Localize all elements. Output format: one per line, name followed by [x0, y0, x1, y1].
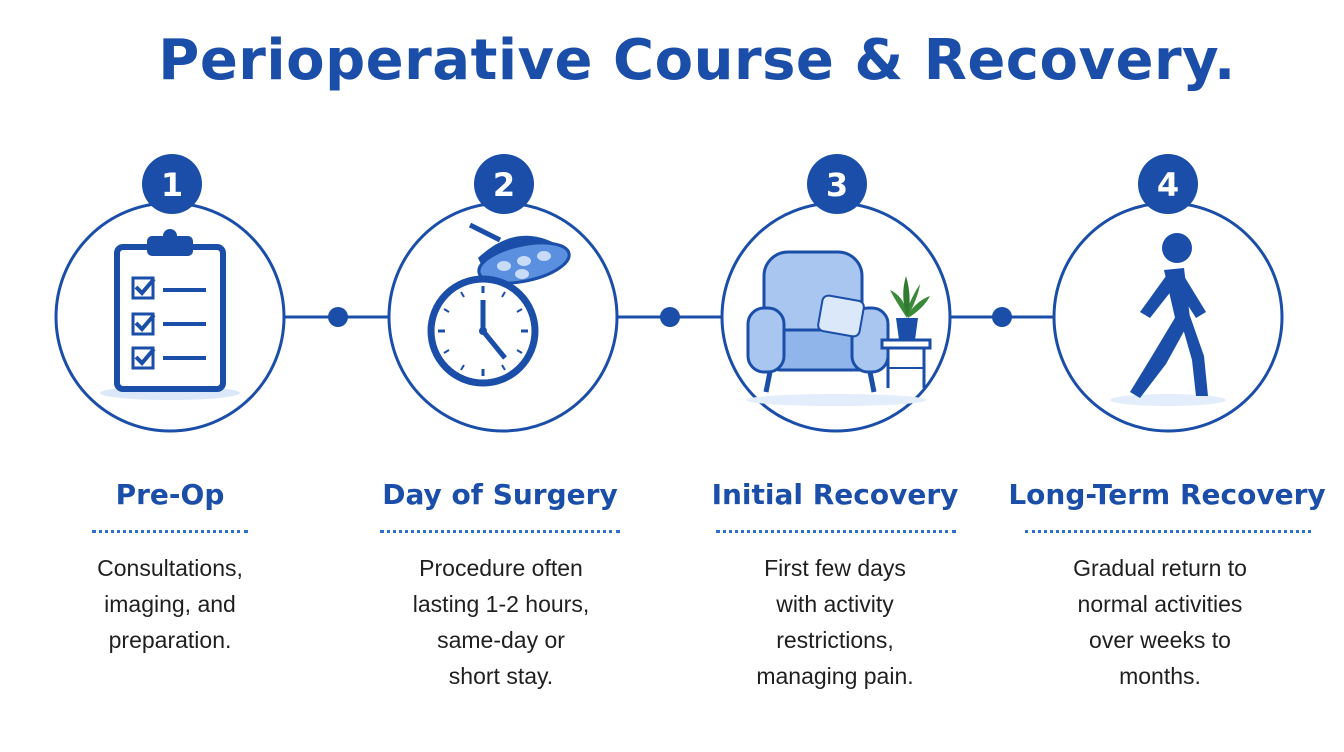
step-3-desc-line: managing pain. — [756, 663, 914, 689]
step-1-desc-line: Consultations, — [97, 555, 243, 581]
step-1-divider — [92, 530, 248, 533]
step-4-description: Gradual return to normal activities over… — [1010, 550, 1310, 694]
step-4-title: Long-Term Recovery — [1008, 478, 1326, 511]
step-1-description: Consultations, imaging, and preparation. — [20, 550, 320, 658]
step-4-desc-line: over weeks to — [1089, 627, 1231, 653]
step-4-number: 4 — [1157, 166, 1179, 204]
walking-person-icon — [1110, 233, 1226, 406]
step-1-node: 1 — [54, 154, 286, 433]
step-1-desc-line: preparation. — [108, 627, 232, 653]
step-2-node: 2 — [387, 154, 619, 433]
connector-dot-1-2 — [328, 307, 348, 327]
step-1-number: 1 — [161, 166, 183, 204]
step-4-badge — [1138, 154, 1198, 214]
step-3-title: Initial Recovery — [711, 478, 959, 511]
step-3-node: 3 — [720, 154, 952, 433]
step-3-desc-line: restrictions, — [776, 627, 894, 653]
step-1-badge — [142, 154, 202, 214]
step-3-description: First few days with activity restriction… — [685, 550, 985, 694]
step-2-badge — [474, 154, 534, 214]
step-3-desc-line: First few days — [764, 555, 906, 581]
step-4-desc-line: normal activities — [1077, 591, 1243, 617]
step-2-desc-line: same-day or — [437, 627, 565, 653]
page-title: Perioperative Course & Recovery. — [158, 28, 1236, 93]
connector-dot-2-3 — [660, 307, 680, 327]
step-2-desc-line: short stay. — [448, 663, 554, 689]
step-3-badge — [807, 154, 867, 214]
step-4-desc-line: months. — [1119, 663, 1201, 689]
step-1-desc-line: imaging, and — [104, 591, 236, 617]
step-4-node: 4 — [1052, 154, 1284, 433]
armchair-icon — [746, 250, 926, 406]
step-2-title: Day of Surgery — [382, 478, 618, 511]
step-2-desc-line: lasting 1-2 hours, — [412, 591, 590, 617]
connector-dot-3-4 — [992, 307, 1012, 327]
step-3-number: 3 — [826, 166, 848, 204]
step-1-title: Pre-Op — [115, 478, 225, 511]
step-3-divider — [716, 530, 956, 533]
step-3-desc-line: with activity — [776, 591, 894, 617]
clock-icon — [427, 275, 539, 387]
step-2-number: 2 — [493, 166, 515, 204]
step-4-desc-line: Gradual return to — [1073, 555, 1247, 581]
side-table-plant-icon — [880, 276, 932, 388]
surgical-light-icon — [468, 222, 571, 285]
step-2-desc-line: Procedure often — [419, 555, 583, 581]
step-4-divider — [1025, 530, 1311, 533]
timeline-connectors — [284, 307, 1056, 327]
clipboard-checklist-icon — [100, 229, 240, 400]
step-2-description: Procedure often lasting 1-2 hours, same-… — [351, 550, 651, 694]
step-2-divider — [380, 530, 620, 533]
